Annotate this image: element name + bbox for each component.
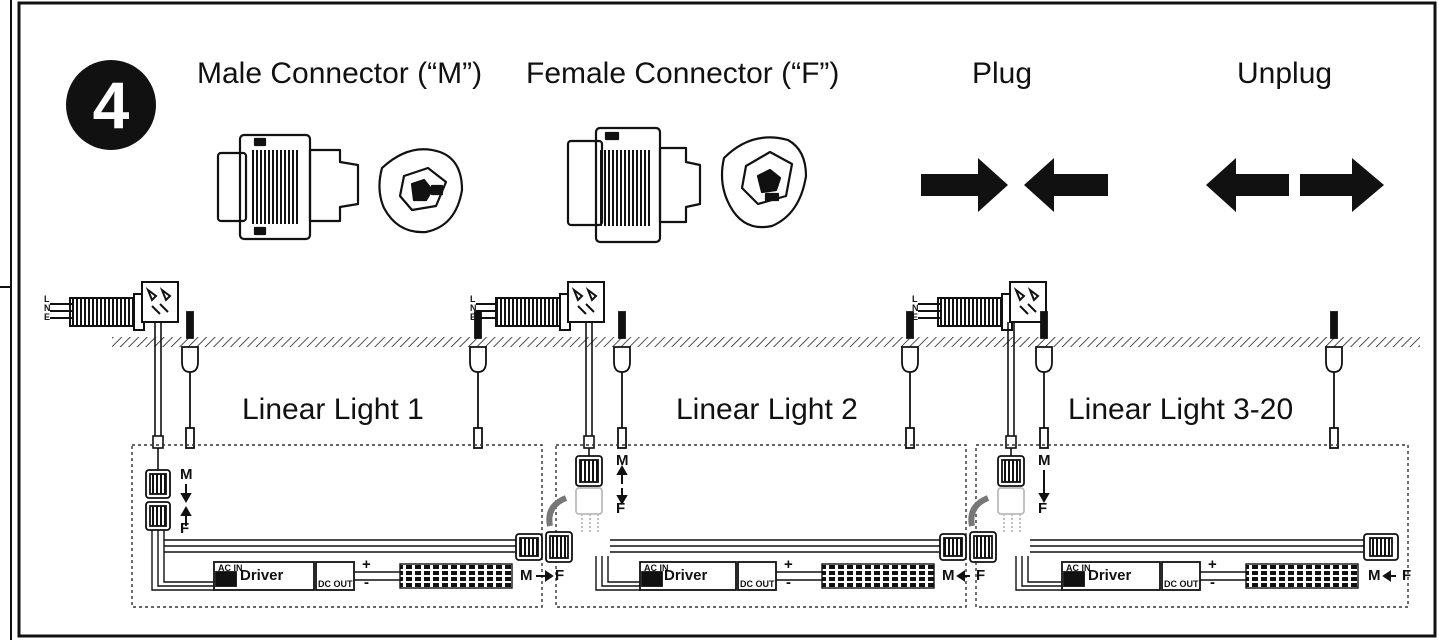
- connector-f-label-3: F: [1038, 500, 1048, 517]
- polarity-minus-1: -: [364, 574, 369, 591]
- wire-letter-e-1: E: [44, 312, 51, 322]
- wire-letter-l-2: L: [470, 294, 476, 304]
- connector-m-label-2: M: [616, 452, 629, 469]
- polarity-minus-3: -: [1210, 574, 1215, 591]
- suspension-hangers: [181, 311, 1343, 449]
- male-connector-title: Male Connector (“M”): [197, 57, 483, 90]
- connector-f-label-h2: F: [976, 567, 986, 584]
- vertical-connector-pair-3: [968, 455, 1025, 532]
- wire-letter-n-1: N: [44, 303, 51, 313]
- polarity-plus-2: +: [784, 556, 793, 573]
- ac-in-label-2: AC IN: [644, 563, 669, 573]
- driver-label-3: Driver: [1088, 567, 1132, 584]
- female-connector-icon: [566, 126, 808, 244]
- connector-f-label-h3: F: [1402, 567, 1412, 584]
- linear-light-3-20-label: Linear Light 3-20: [1064, 393, 1298, 427]
- linear-light-2-label: Linear Light 2: [672, 393, 862, 427]
- wire-letter-n-3: N: [912, 303, 919, 313]
- connector-f-label-h1: F: [555, 567, 565, 584]
- horizontal-connectors: [515, 531, 1399, 563]
- plug-arrows-icon: [921, 158, 1108, 212]
- polarity-minus-2: -: [786, 574, 791, 591]
- vertical-connector-pair-1: [145, 469, 171, 531]
- plug-title: Plug: [972, 57, 1033, 90]
- junction-box-1: [50, 281, 179, 331]
- female-connector-title: Female Connector (“F”): [526, 57, 840, 90]
- wire-letter-e-2: E: [470, 312, 477, 322]
- wire-letter-n-2: N: [470, 303, 477, 313]
- ceiling-line: [112, 337, 1420, 347]
- male-connector-icon: [216, 133, 464, 241]
- connector-m-label-h3: M: [1368, 567, 1381, 584]
- driver-label-2: Driver: [664, 567, 708, 584]
- step-number-badge: 4: [66, 60, 156, 150]
- connector-m-label-3: M: [1038, 452, 1051, 469]
- connector-m-label-h2: M: [942, 567, 955, 584]
- dc-out-label-2: DC OUT: [740, 579, 775, 589]
- outer-border: [17, 1, 1437, 638]
- vertical-mf-arrows: [180, 464, 1050, 526]
- power-cords: [152, 322, 1017, 470]
- ac-in-label-3: AC IN: [1066, 563, 1091, 573]
- fixture-boxes: [131, 444, 1409, 608]
- wire-letter-l-3: L: [912, 294, 918, 304]
- dc-out-label-3: DC OUT: [1164, 579, 1199, 589]
- horizontal-mf-arrows: [536, 570, 1396, 582]
- polarity-plus-3: +: [1208, 556, 1217, 573]
- driver-units: [213, 561, 1201, 591]
- wire-letter-l-1: L: [44, 294, 50, 304]
- connector-f-label-1: F: [180, 520, 190, 537]
- connector-f-label-2: F: [616, 500, 626, 517]
- driver-label-1: Driver: [240, 567, 284, 584]
- led-boards: [354, 563, 1359, 589]
- unplug-arrows-icon: [1206, 158, 1384, 212]
- vertical-connector-pair-2: [546, 455, 603, 532]
- dc-out-label-1: DC OUT: [318, 579, 353, 589]
- junction-box-2: [476, 281, 605, 331]
- linear-light-1-label: Linear Light 1: [238, 393, 428, 427]
- ac-in-label-1: AC IN: [218, 563, 243, 573]
- junction-box-3: [918, 281, 1047, 331]
- connector-m-label-1: M: [180, 466, 193, 483]
- trunk-wires: [151, 530, 1364, 591]
- unplug-title: Unplug: [1237, 57, 1333, 90]
- wire-letter-e-3: E: [912, 312, 919, 322]
- connector-m-label-h1: M: [520, 567, 533, 584]
- polarity-plus-1: +: [362, 556, 371, 573]
